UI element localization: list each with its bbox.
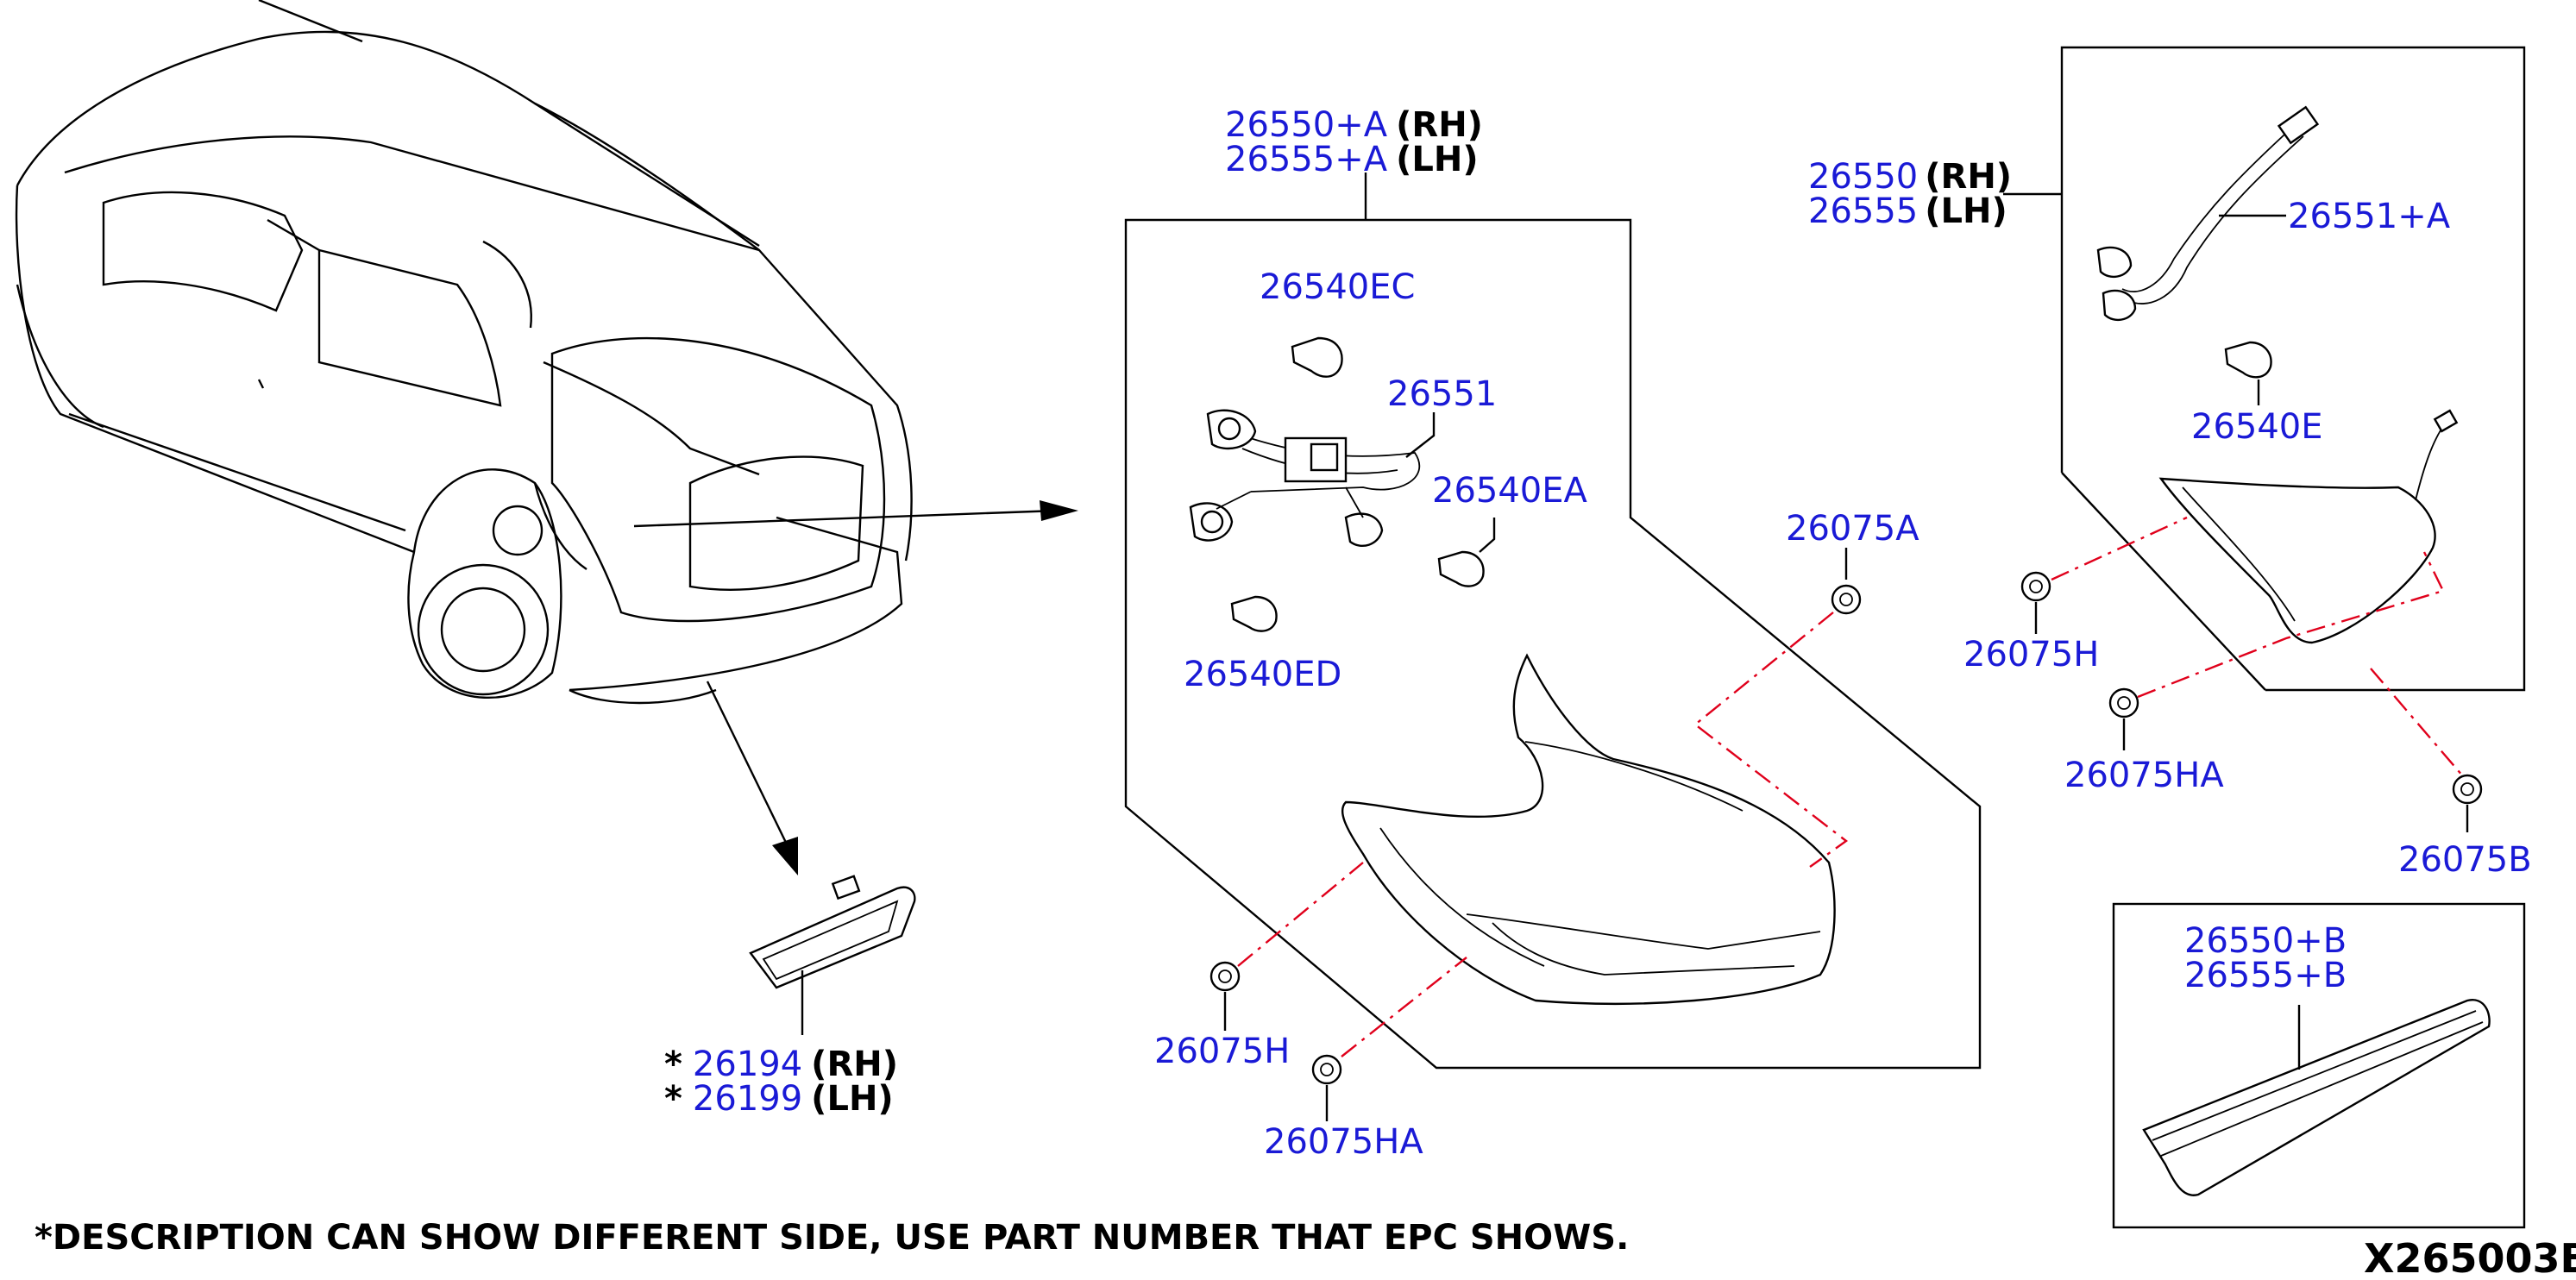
svg-text:26540E: 26540E [2191,407,2323,447]
svg-text:26075H: 26075H [1963,635,2099,675]
svg-text:26550+B: 26550+B [2184,921,2347,961]
svg-text:26540ED: 26540ED [1184,655,1341,694]
svg-text:26075HA: 26075HA [2064,756,2224,795]
bulb-ed [1230,595,1278,632]
finisher-trim [2112,902,2526,1229]
diagram-reference: X265003B [2364,1235,2576,1280]
svg-text:26075B: 26075B [2398,840,2532,880]
clip-26075H-center [1209,961,1241,1031]
svg-text:*26194(RH): *26194(RH) [664,1045,898,1084]
vehicle-illustration [15,0,1078,875]
svg-text:26540EC: 26540EC [1260,267,1415,307]
footnote: *DESCRIPTION CAN SHOW DIFFERENT SIDE, US… [35,1218,1629,1258]
svg-text:26075A: 26075A [1786,509,1919,549]
svg-text:26555+A(LH): 26555+A(LH) [1225,140,1479,179]
svg-text:26075H: 26075H [1154,1032,1290,1071]
side-marker-lamp [749,875,916,1035]
svg-text:26555+B: 26555+B [2184,956,2347,995]
bulb-ec [1291,336,1343,378]
svg-text:26551+A: 26551+A [2288,197,2451,236]
bulb-e [2224,341,2272,379]
svg-text:26551: 26551 [1387,374,1497,414]
svg-text:26550+A(RH): 26550+A(RH) [1225,105,1483,145]
bulb-ea [1437,550,1485,587]
tail-lamp-inner [2158,409,2459,644]
clip-26075A [1831,548,1862,615]
clip-26075H-right [2020,571,2051,634]
svg-text:26075HA: 26075HA [1264,1122,1423,1162]
center-assembly [1124,173,1982,1121]
svg-text:26550(RH): 26550(RH) [1808,157,2012,197]
clip-26075B [2452,774,2483,832]
inner-assembly [2003,46,2526,832]
wiring-harness-center [1189,409,1436,547]
svg-text:26555(LH): 26555(LH) [1808,191,2007,231]
tail-lamp-center [1341,653,1836,1005]
part-labels: 26550+A(RH) 26555+A(LH) 26540EC 26551 26… [664,105,2532,1162]
svg-text:*26199(LH): *26199(LH) [664,1079,894,1119]
wiring-harness-right [2096,105,2320,322]
clip-26075HA-right [2108,687,2139,750]
svg-text:26540EA: 26540EA [1432,471,1588,511]
clip-26075HA-center [1311,1054,1342,1121]
